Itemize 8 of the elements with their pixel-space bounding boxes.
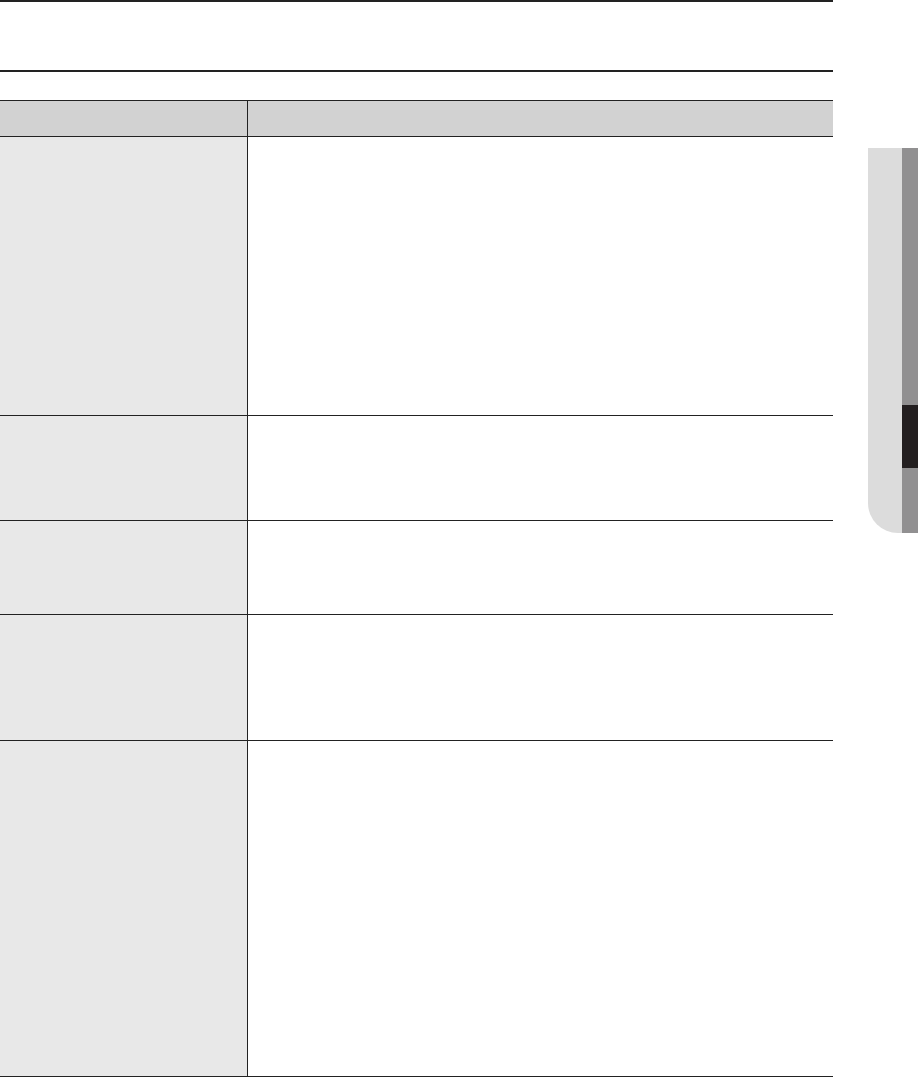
table-header-cell (0, 100, 248, 136)
table-cell (0, 740, 248, 1077)
table-cell (0, 520, 248, 614)
table-cell (0, 415, 248, 520)
table-cell (248, 740, 833, 1077)
table-cell (0, 136, 248, 415)
table-cell (0, 614, 248, 740)
table-header-cell (248, 100, 833, 136)
